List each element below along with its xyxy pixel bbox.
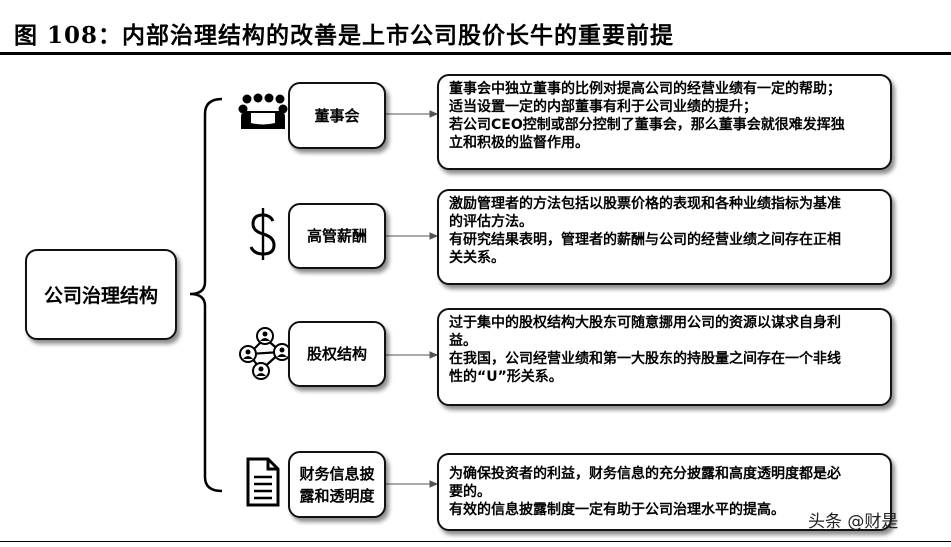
- node-disclosure: 财务信息披 露和透明度: [288, 451, 386, 518]
- desc-line: 有效的信息披露制度一定有助于公司治理水平的提高。: [449, 502, 785, 518]
- desc-line: 立和积极的监督作用。: [449, 135, 589, 151]
- node-disclosure-label-line2: 露和透明度: [299, 486, 375, 505]
- watermark: 头条 @财是: [808, 512, 899, 532]
- desc-line: 要的。: [449, 484, 491, 500]
- desc-line: 过于集中的股权结构大股东可随意挪用公司的资源以谋求自身利: [449, 315, 841, 331]
- top-rule: [0, 52, 951, 55]
- desc-line: 在我国，公司经营业绩和第一大股东的持股量之间存在一个非线: [449, 351, 841, 367]
- node-disclosure-label-line1: 财务信息披: [299, 464, 375, 483]
- desc-line: 激励管理者的方法包括以股票价格的表现和各种业绩指标为基准: [449, 196, 841, 212]
- people-group-icon: [238, 93, 288, 137]
- dollar-sign-icon: [248, 206, 278, 266]
- node-ownership-label: 股权结构: [306, 345, 367, 363]
- desc-line: 关关系。: [449, 250, 505, 266]
- root-node: 公司治理结构: [25, 249, 177, 340]
- desc-disclosure: 为确保投资者的利益，财务信息的充分披露和高度透明度都是必 要的。 有效的信息披露…: [437, 453, 892, 531]
- desc-line: 的评估方法。: [449, 214, 533, 230]
- desc-line: 董事会中独立董事的比例对提高公司的经营业绩有一定的帮助；: [449, 81, 841, 97]
- node-board-label: 董事会: [314, 106, 360, 125]
- node-executive-pay-label: 高管薪酬: [306, 227, 367, 245]
- desc-ownership: 过于集中的股权结构大股东可随意挪用公司的资源以谋求自身利 益。 在我国，公司经营…: [437, 308, 892, 406]
- root-label: 公司治理结构: [43, 285, 158, 307]
- bottom-rule: [0, 541, 951, 542]
- figure-title: 图 108：内部治理结构的改善是上市公司股价长牛的重要前提: [14, 22, 675, 49]
- desc-board: 董事会中独立董事的比例对提高公司的经营业绩有一定的帮助； 适当设置一定的内部董事…: [437, 74, 892, 170]
- node-board: 董事会: [288, 82, 386, 149]
- document-icon: [246, 457, 280, 511]
- desc-line: 性的“U”形关系。: [449, 369, 563, 385]
- desc-line: 适当设置一定的内部董事有利于公司业绩的提升；: [449, 99, 757, 115]
- desc-line: 若公司CEO控制或部分控制了董事会，那么董事会就很难发挥独: [449, 117, 845, 133]
- desc-executive-pay: 激励管理者的方法包括以股票价格的表现和各种业绩指标为基准 的评估方法。 有研究结…: [437, 189, 892, 285]
- desc-line: 益。: [449, 333, 477, 349]
- node-ownership: 股权结构: [288, 321, 386, 387]
- desc-line: 为确保投资者的利益，财务信息的充分披露和高度透明度都是必: [449, 466, 841, 482]
- desc-line: 有研究结果表明，管理者的薪酬与公司的经营业绩之间存在正相: [449, 232, 841, 248]
- network-people-icon: [237, 326, 293, 386]
- bracket: [189, 97, 223, 493]
- node-executive-pay: 高管薪酬: [288, 203, 386, 269]
